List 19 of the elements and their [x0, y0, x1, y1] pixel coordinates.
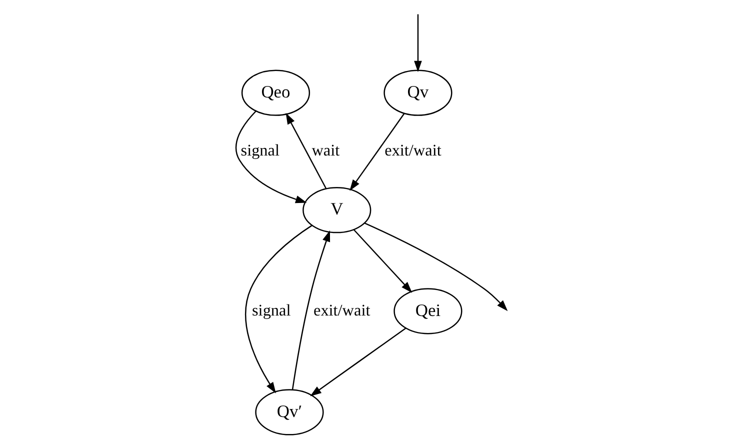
- edge-label: exit/wait: [384, 142, 442, 160]
- node-ellipse: Qv: [384, 70, 452, 116]
- arrow: [364, 222, 508, 312]
- arrow: [354, 229, 412, 293]
- node-ellipse: V: [302, 187, 372, 234]
- node-ellipse: Qei: [394, 288, 462, 334]
- arrow: [310, 328, 406, 396]
- arrow: [350, 113, 405, 191]
- node-ellipse: Qv′: [255, 389, 324, 436]
- arrow: [414, 14, 422, 72]
- edge-label: signal: [240, 142, 280, 160]
- edge-label: signal: [252, 301, 291, 320]
- edge-label: wait: [312, 142, 340, 160]
- arrow: [235, 110, 307, 204]
- arrow: [244, 224, 312, 394]
- arrow: [292, 230, 330, 390]
- edge-label: exit/wait: [314, 301, 370, 320]
- arrow: [286, 112, 327, 189]
- node-ellipse: Qeo: [241, 70, 310, 116]
